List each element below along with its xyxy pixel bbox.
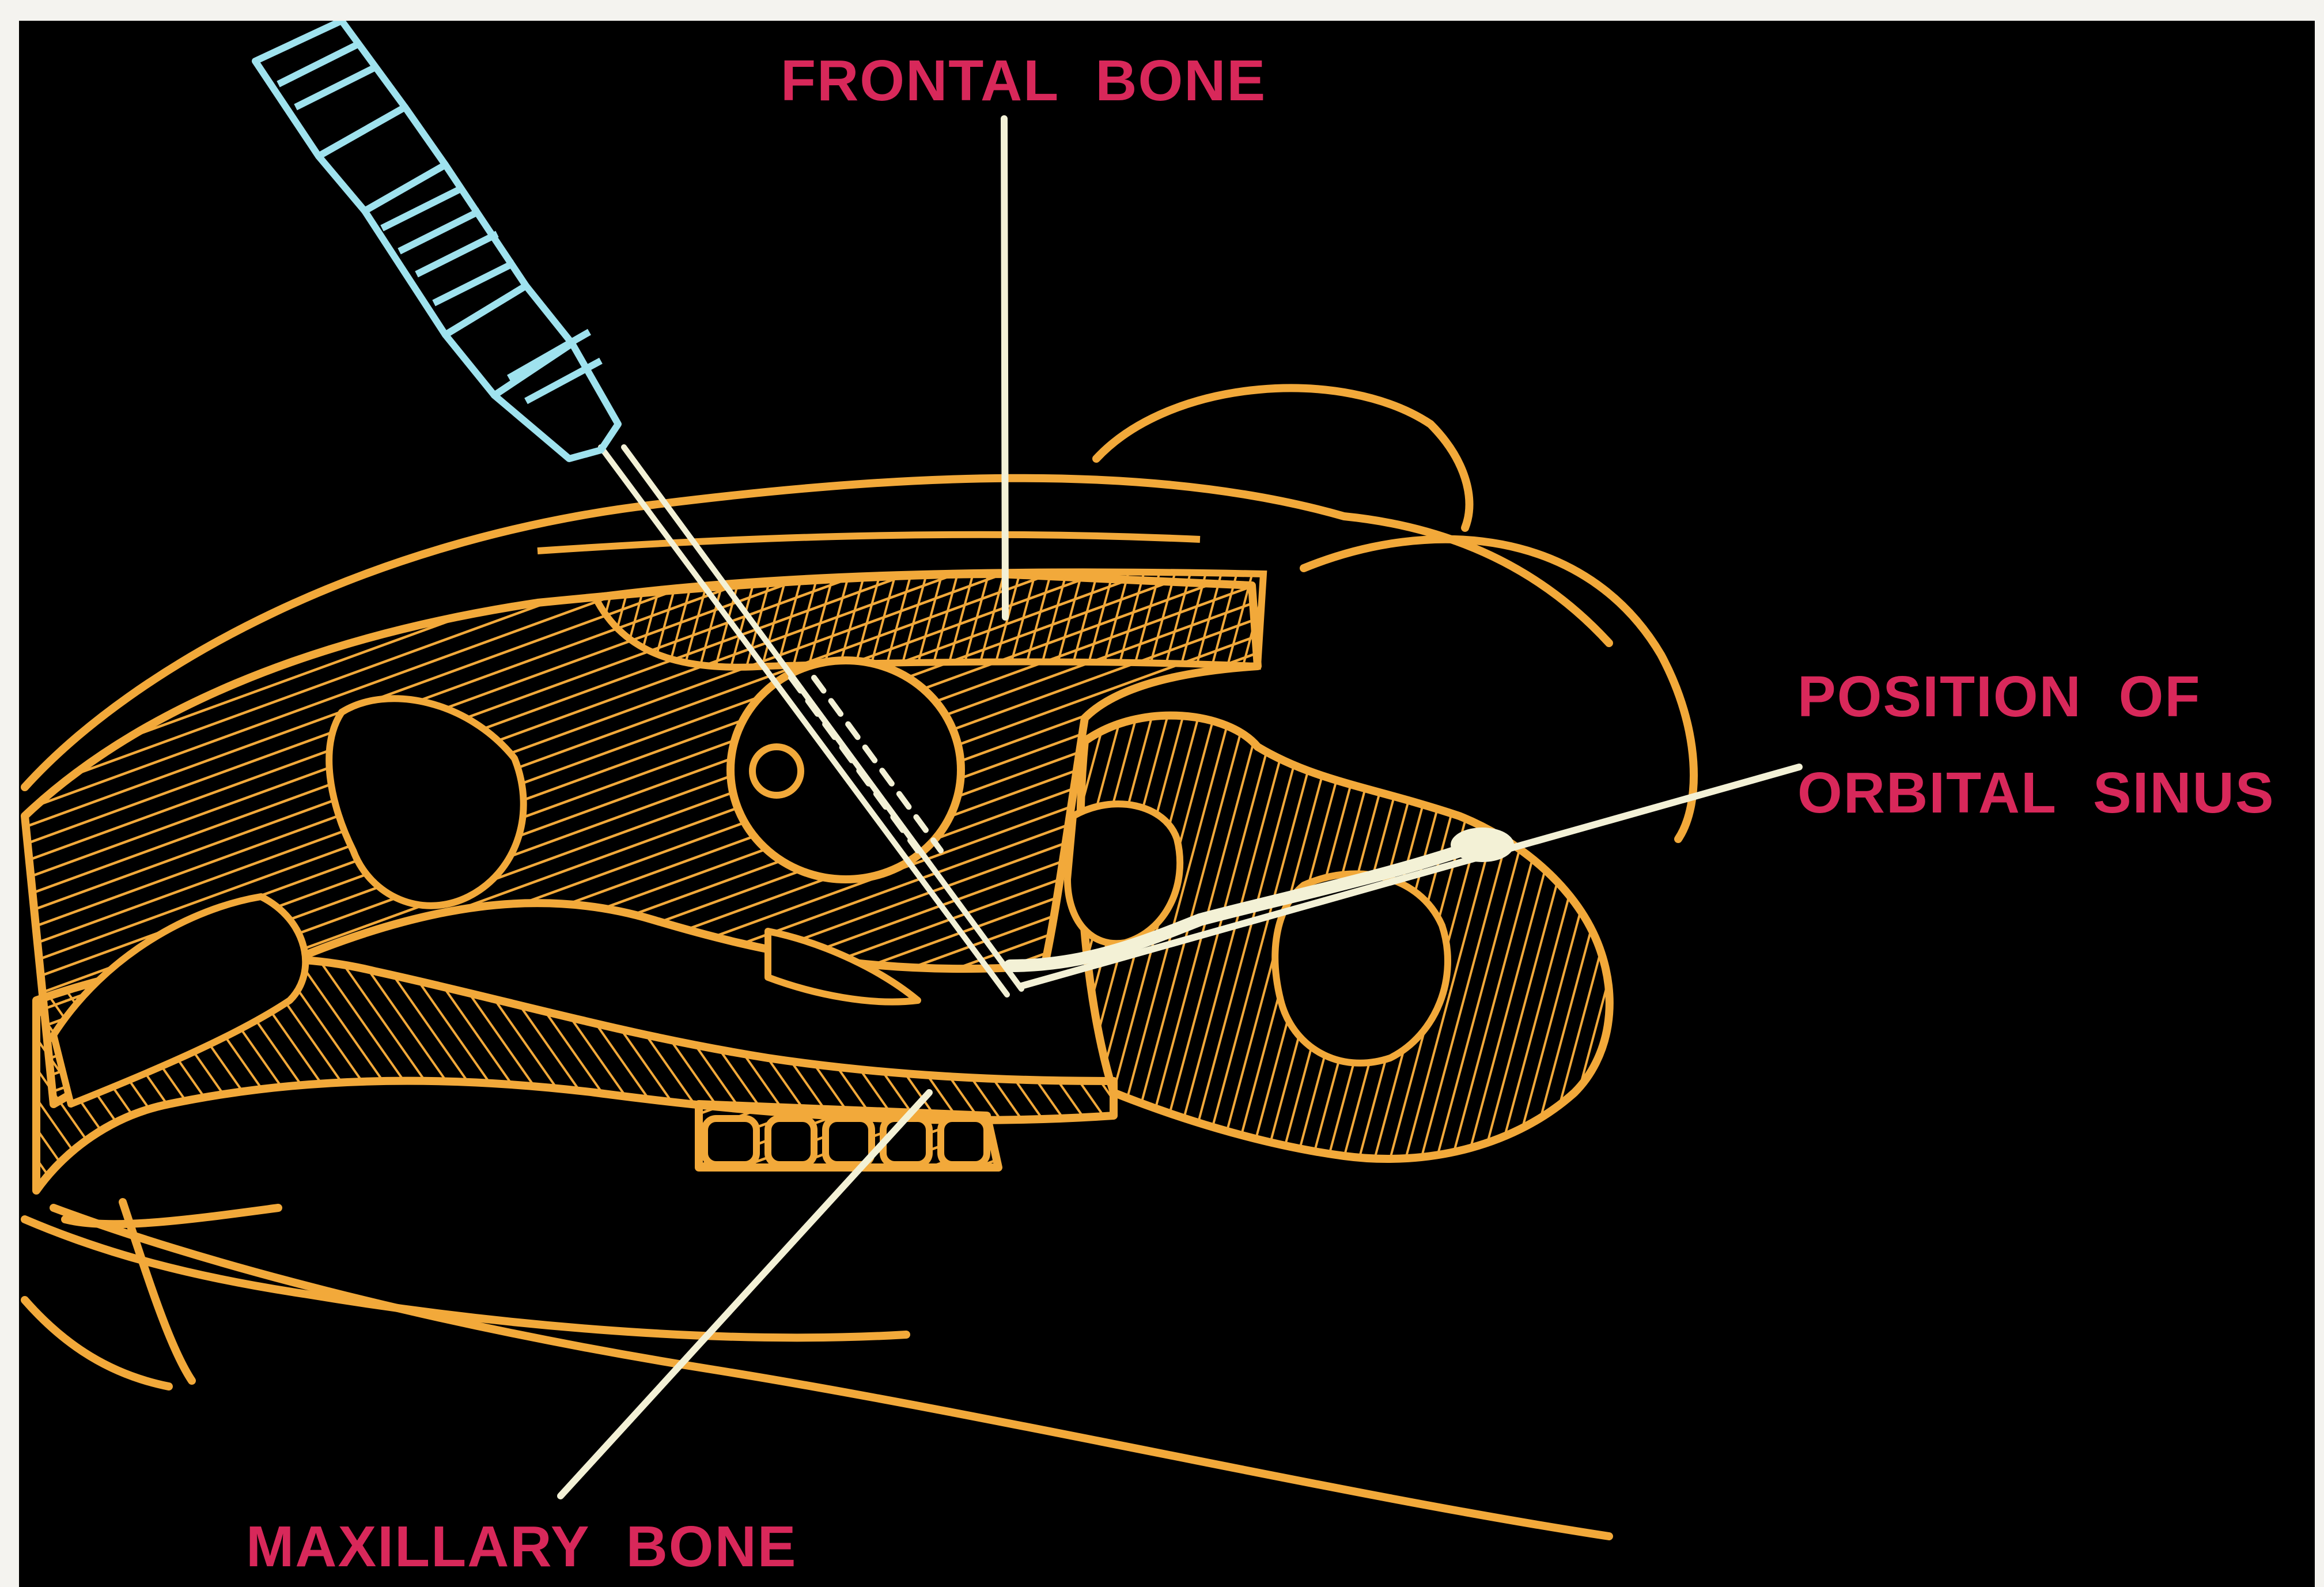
frontal-bone-pointer (1004, 119, 1005, 617)
frontal-bone-label: FRONTAL BONE (781, 52, 1266, 109)
teeth (705, 1119, 987, 1165)
maxillary-bone-label: MAXILLARY BONE (246, 1518, 797, 1575)
syringe-icon (255, 21, 618, 459)
frontal-bone-band (538, 535, 1263, 667)
orbital-sinus-label-line2: ORBITAL SINUS (1797, 764, 2275, 822)
orbital-sinus-label-line1: POSITION OF (1797, 668, 2201, 726)
diagram-slide: FRONTAL BONE POSITION OF ORBITAL SINUS M… (19, 21, 2315, 1587)
eye-orbit (730, 660, 961, 879)
